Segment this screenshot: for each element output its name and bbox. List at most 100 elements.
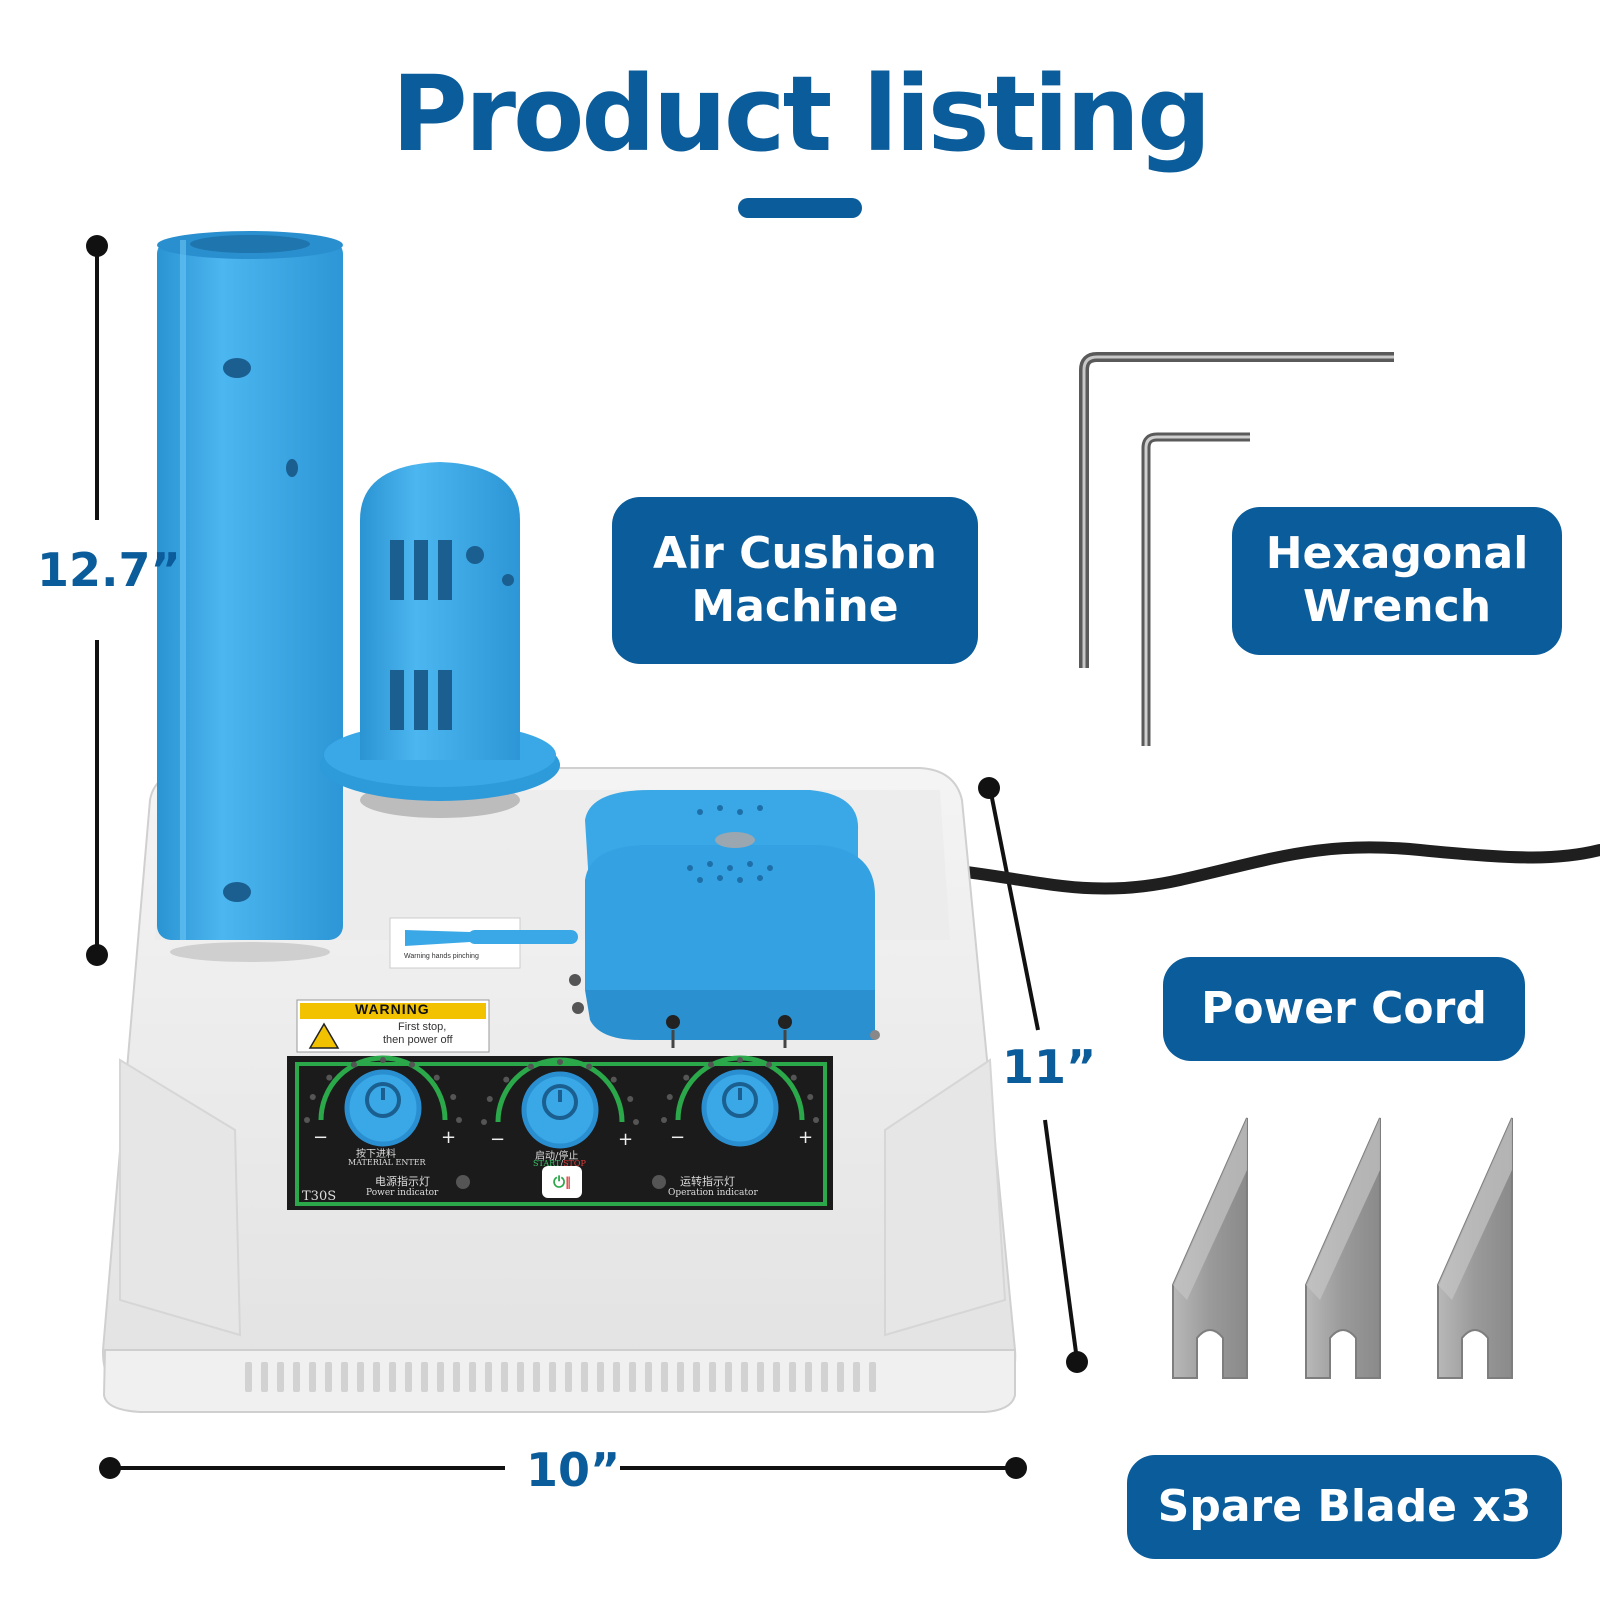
wrench-label-line-1: Hexagonal	[1265, 528, 1529, 580]
vent-slot	[805, 1362, 812, 1392]
feed-tube	[157, 231, 343, 962]
power-indicator-en: Power indicator	[366, 1188, 439, 1198]
hex-wrench-small	[1141, 432, 1250, 746]
machine-label-line-1: Air Cushion	[653, 527, 937, 579]
operation-indicator-en: Operation indicator	[668, 1188, 758, 1198]
vent-slot	[645, 1362, 652, 1392]
page-title: Product listing	[391, 53, 1211, 175]
power-cord	[944, 841, 1600, 895]
blade-icon	[1305, 1117, 1381, 1379]
title-underline	[738, 198, 862, 218]
increase-symbol: +	[441, 1127, 456, 1148]
vent-slot	[277, 1362, 284, 1392]
warning-line-2: then power off	[383, 1034, 453, 1046]
control-knob[interactable]: −+	[304, 1055, 462, 1148]
decrease-symbol: −	[490, 1129, 505, 1150]
vent-slot	[437, 1362, 444, 1392]
pinch-sticker-text: Warning hands pinching	[404, 953, 479, 960]
warning-title: WARNING	[355, 1001, 430, 1017]
start-label: START	[533, 1159, 561, 1168]
decrease-symbol: −	[313, 1127, 328, 1148]
roller-holder	[320, 462, 560, 818]
vent-slot	[677, 1362, 684, 1392]
start-stop-button[interactable]: ⏻‖	[542, 1166, 582, 1198]
vent-slot	[421, 1362, 428, 1392]
vent-slot	[549, 1362, 556, 1392]
vent-slot	[245, 1362, 252, 1392]
height-dimension-line	[86, 235, 108, 966]
stop-label: STOP	[563, 1159, 586, 1168]
spare-blade-label: Spare Blade x3	[1127, 1455, 1562, 1559]
vent-slot	[837, 1362, 844, 1392]
vent-slot	[821, 1362, 828, 1392]
power-icon: ⏻	[553, 1173, 565, 1191]
control-knobs: −+−+−+	[304, 1055, 819, 1150]
decrease-symbol: −	[670, 1127, 685, 1148]
hexagonal-wrench-label: Hexagonal Wrench	[1232, 507, 1562, 655]
knob2-label-zh: 启动/停止	[535, 1151, 579, 1162]
knob1-label-zh: 按下进料	[356, 1149, 396, 1160]
vent-slot	[485, 1362, 492, 1392]
vent-slot	[501, 1362, 508, 1392]
vent-slot	[517, 1362, 524, 1392]
vent-slot	[581, 1362, 588, 1392]
vent-slot	[405, 1362, 412, 1392]
vent-slot	[453, 1362, 460, 1392]
blade-icon	[1437, 1117, 1513, 1379]
increase-symbol: +	[618, 1129, 633, 1150]
pause-icon: ‖	[564, 1175, 571, 1189]
sealing-unit	[585, 790, 875, 1048]
vent-slot	[293, 1362, 300, 1392]
power-indicator-zh: 电源指示灯	[375, 1175, 430, 1188]
power-indicator-led	[456, 1175, 470, 1189]
vent-slot	[469, 1362, 476, 1392]
vent-slot	[853, 1362, 860, 1392]
vent-slot	[789, 1362, 796, 1392]
blade-icon	[1172, 1117, 1248, 1379]
control-knob[interactable]: −+	[481, 1057, 639, 1150]
control-knob[interactable]: −+	[661, 1055, 819, 1148]
width-dimension-line	[99, 1457, 1027, 1479]
warning-label	[296, 999, 490, 1053]
ventilation-slots	[245, 1362, 876, 1392]
power-cord-label: Power Cord	[1163, 957, 1525, 1061]
vent-slot	[533, 1362, 540, 1392]
air-cushion-machine-label: Air Cushion Machine	[612, 497, 978, 664]
wrench-label-line-2: Wrench	[1302, 581, 1492, 632]
spare-blades	[1172, 1117, 1513, 1379]
machine-label-line-2: Machine	[691, 580, 899, 632]
knob1-label-en: MATERIAL ENTER	[348, 1158, 426, 1167]
operation-indicator-led	[652, 1175, 666, 1189]
vent-slot	[613, 1362, 620, 1392]
vent-slot	[725, 1362, 732, 1392]
vent-slot	[373, 1362, 380, 1392]
vent-slot	[389, 1362, 396, 1392]
pinch-warning-sticker	[389, 917, 578, 969]
vent-slot	[757, 1362, 764, 1392]
vent-slot	[341, 1362, 348, 1392]
hex-wrench-large	[1079, 352, 1394, 668]
vent-slot	[709, 1362, 716, 1392]
vent-slot	[869, 1362, 876, 1392]
vent-slot	[693, 1362, 700, 1392]
knob2-label-en: START/STOP	[533, 1159, 586, 1168]
operation-indicator-zh: 运转指示灯	[680, 1175, 735, 1188]
increase-symbol: +	[798, 1127, 813, 1148]
vent-slot	[325, 1362, 332, 1392]
slash-label: /	[560, 1159, 564, 1168]
width-label: 10”	[526, 1443, 621, 1497]
vent-slot	[741, 1362, 748, 1392]
warning-line-1: First stop,	[398, 1021, 447, 1033]
vent-slot	[309, 1362, 316, 1392]
depth-label: 11”	[1002, 1040, 1097, 1094]
vent-slot	[597, 1362, 604, 1392]
vent-slot	[565, 1362, 572, 1392]
vent-slot	[357, 1362, 364, 1392]
depth-dimension-line	[978, 777, 1088, 1373]
model-label: T30S	[302, 1189, 337, 1204]
vent-slot	[629, 1362, 636, 1392]
vent-slot	[261, 1362, 268, 1392]
height-label: 12.7”	[37, 543, 181, 597]
vent-slot	[661, 1362, 668, 1392]
